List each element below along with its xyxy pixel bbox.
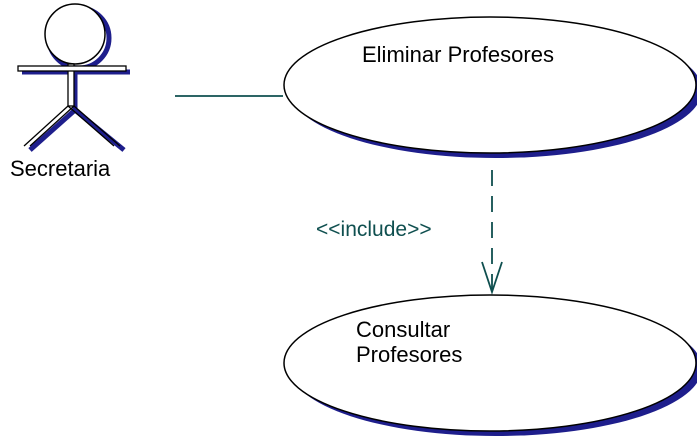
include-stereotype-label: <<include>>	[316, 218, 432, 241]
use-case-2-label-line1: Consultar	[356, 317, 451, 342]
actor-torso	[67, 63, 75, 107]
use-case-eliminar-profesores[interactable]	[283, 16, 697, 158]
use-case-2-label-line2: Profesores	[356, 342, 463, 368]
use-case-1-label: Eliminar Profesores	[362, 42, 554, 67]
actor-legs	[23, 105, 121, 147]
actor-figure[interactable]	[17, 3, 130, 152]
use-case-2-label: Consultar Profesores	[356, 317, 536, 368]
actor-arms	[17, 65, 127, 72]
actor-name-label: Secretaria	[10, 156, 111, 181]
actor-head	[44, 3, 106, 65]
include-dependency[interactable]	[481, 170, 503, 295]
use-case-consultar-profesores[interactable]	[283, 294, 697, 436]
